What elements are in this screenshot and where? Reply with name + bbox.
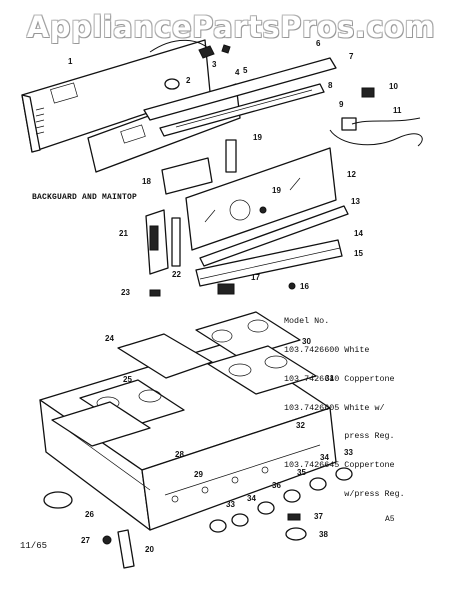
manifold-trim — [195, 239, 343, 287]
switch-part — [361, 87, 375, 98]
callout-11: 11 — [393, 106, 402, 115]
date-code: 11/65 — [20, 541, 48, 551]
callout-37: 37 — [314, 512, 323, 521]
callout-3: 3 — [212, 60, 217, 69]
callout-26: 26 — [85, 510, 94, 519]
knob-part — [164, 78, 180, 90]
callout-27: 27 — [81, 536, 90, 545]
center-plate — [117, 333, 213, 379]
callout-30: 30 — [302, 337, 311, 346]
callout-1: 1 — [68, 57, 73, 66]
control-knobs — [209, 467, 353, 541]
callout-2: 2 — [186, 76, 191, 85]
callout-34b: 34 — [247, 494, 256, 503]
callout-10: 10 — [389, 82, 398, 91]
callout-28: 28 — [175, 450, 184, 459]
lower-trim — [199, 205, 349, 267]
top-trim — [143, 57, 337, 121]
callout-29: 29 — [194, 470, 203, 479]
callout-31: 31 — [325, 374, 334, 383]
callout-4: 4 — [235, 68, 240, 77]
rod-part — [171, 217, 181, 267]
callout-23: 23 — [121, 288, 130, 297]
callout-24: 24 — [105, 334, 114, 343]
callout-14: 14 — [354, 229, 363, 238]
light-bar — [159, 83, 325, 137]
bracket-part — [217, 283, 235, 295]
socket-and-cord — [329, 117, 423, 147]
model-line: w/press Reg. — [284, 488, 405, 499]
callout-21: 21 — [119, 229, 128, 238]
callout-34: 34 — [320, 453, 329, 462]
screw-part — [221, 44, 231, 54]
clip-part — [149, 289, 161, 297]
callout-22: 22 — [172, 270, 181, 279]
callout-16: 16 — [300, 282, 309, 291]
model-line: 103.7426645 Coppertone — [284, 460, 395, 471]
callout-36: 36 — [272, 481, 281, 490]
callout-35: 35 — [297, 468, 306, 477]
callout-38: 38 — [319, 530, 328, 539]
model-line: Model No. — [284, 316, 330, 327]
bracket-part — [225, 139, 237, 173]
model-line: 103.7426605 White w/ — [284, 402, 385, 413]
callout-13: 13 — [351, 197, 360, 206]
screw-part — [288, 282, 296, 290]
callout-20: 20 — [145, 545, 154, 554]
callout-7: 7 — [349, 52, 354, 61]
callout-32: 32 — [296, 421, 305, 430]
callout-15: 15 — [354, 249, 363, 258]
callout-6: 6 — [316, 39, 321, 48]
callout-5: 5 — [243, 66, 248, 75]
model-list: Model No. 103.7426600 White 103.7426640 … — [284, 298, 405, 519]
screw-part — [259, 206, 267, 214]
handle-part — [117, 529, 135, 569]
screw-part — [102, 535, 112, 545]
grate-right — [195, 311, 317, 395]
grate-left — [51, 379, 185, 447]
callout-19b: 19 — [272, 186, 281, 195]
page-code: A5 — [385, 515, 395, 524]
cup-part — [43, 491, 73, 509]
callout-12: 12 — [347, 170, 356, 179]
callout-18: 18 — [142, 177, 151, 186]
callout-25: 25 — [123, 375, 132, 384]
watermark: AppliancePartsPros.com — [26, 10, 436, 44]
callout-33: 33 — [344, 448, 353, 457]
clip-part — [198, 45, 215, 59]
callout-8: 8 — [328, 81, 333, 90]
callout-33b: 33 — [226, 500, 235, 509]
callout-9: 9 — [339, 100, 344, 109]
callout-17: 17 — [251, 273, 260, 282]
section-title: BACKGUARD AND MAINTOP — [32, 193, 138, 202]
model-line: press Reg. — [284, 431, 395, 442]
model-line: 103.7426640 Coppertone — [284, 373, 395, 384]
model-line: 103.7426600 White — [284, 344, 370, 355]
clock-part — [161, 157, 213, 195]
glass-panel — [185, 147, 337, 251]
left-column — [145, 209, 169, 275]
callout-19: 19 — [253, 133, 262, 142]
